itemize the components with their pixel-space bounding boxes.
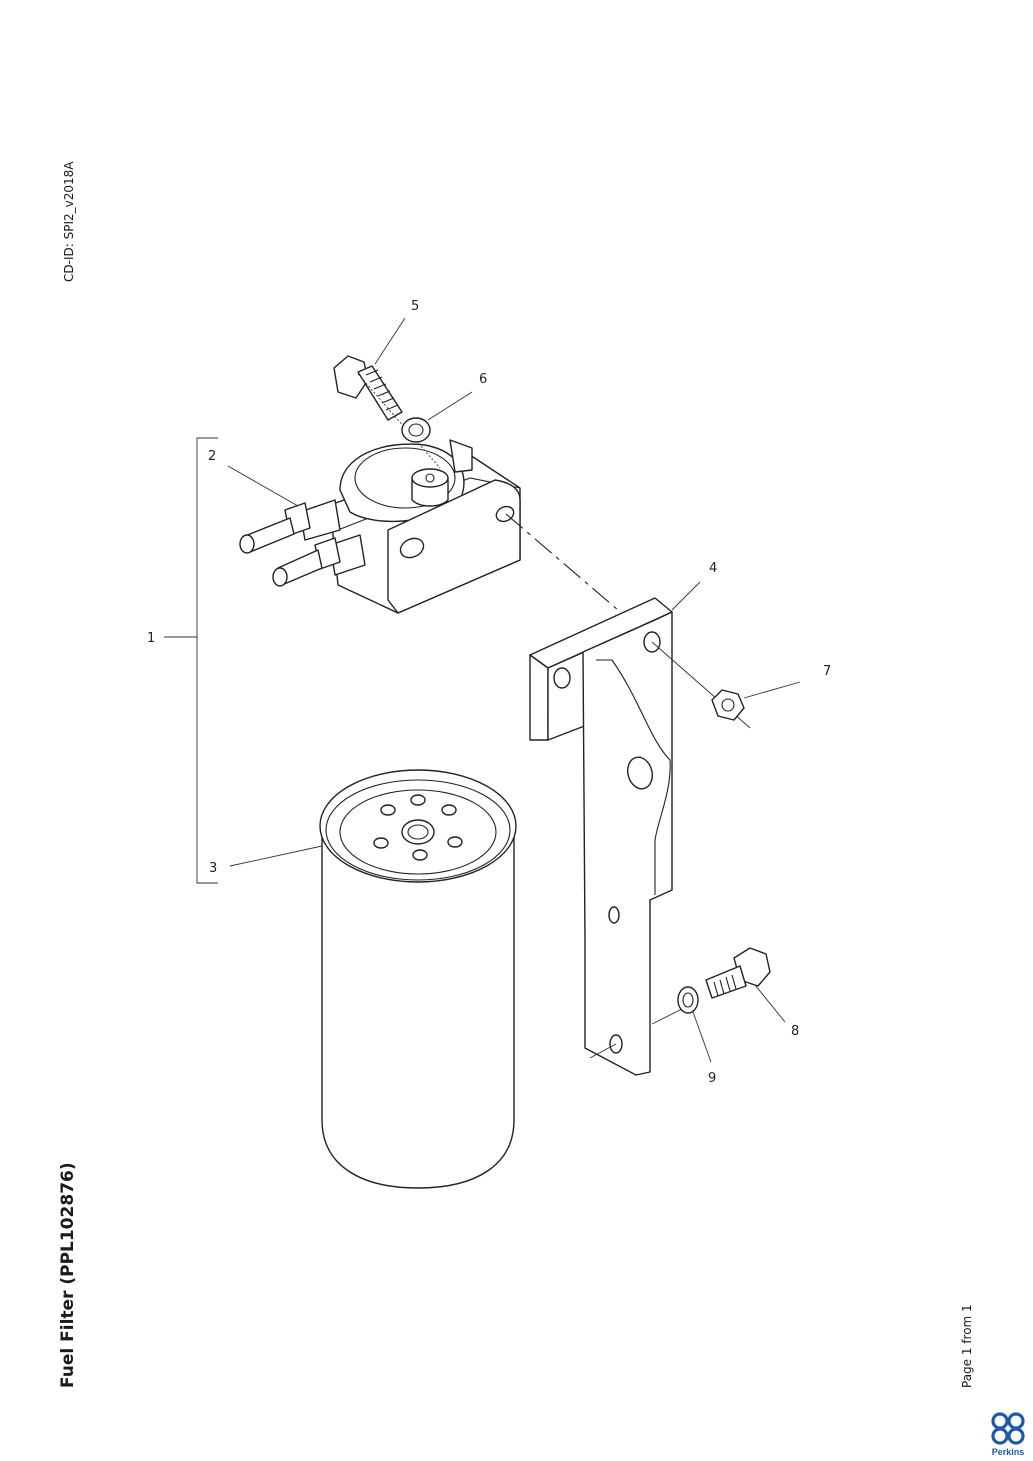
mounting-bracket xyxy=(529,597,673,1076)
callout-8: 8 xyxy=(791,1024,799,1039)
washer-bottom xyxy=(677,986,699,1014)
washer-top xyxy=(401,417,431,443)
callout-5: 5 xyxy=(411,299,419,314)
bolt-top xyxy=(333,355,441,469)
filter-head xyxy=(239,439,521,614)
bolt-bottom xyxy=(705,947,771,999)
callout-leaders xyxy=(227,317,801,1063)
callout-9: 9 xyxy=(708,1071,716,1086)
logo-wordmark: Perkins xyxy=(992,1447,1025,1457)
callout-3: 3 xyxy=(209,861,217,876)
callout-1: 1 xyxy=(147,631,155,646)
callout-7: 7 xyxy=(823,664,831,679)
callout-4: 4 xyxy=(709,561,717,576)
filter-canister xyxy=(319,769,517,1189)
nut xyxy=(711,689,745,721)
perkins-logo: Perkins xyxy=(991,1412,1025,1457)
assembly-bracket xyxy=(164,437,218,884)
callout-6: 6 xyxy=(479,372,487,387)
callout-2: 2 xyxy=(208,449,216,464)
